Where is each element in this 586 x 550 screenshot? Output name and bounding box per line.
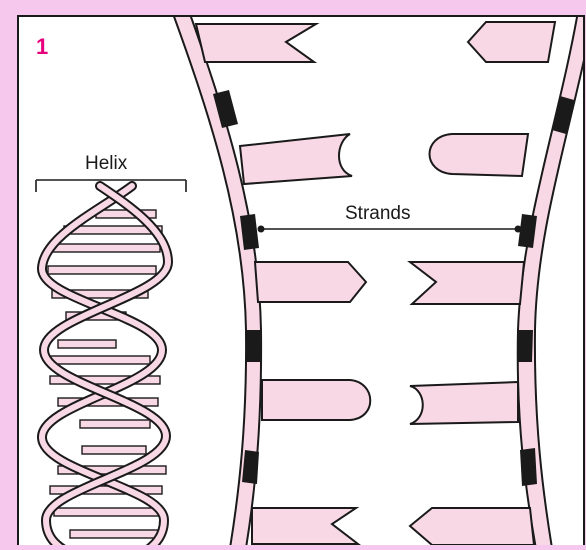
helix-label: Helix	[85, 153, 128, 174]
strands-label: Strands	[345, 203, 410, 224]
panel-number: 1	[36, 34, 48, 59]
